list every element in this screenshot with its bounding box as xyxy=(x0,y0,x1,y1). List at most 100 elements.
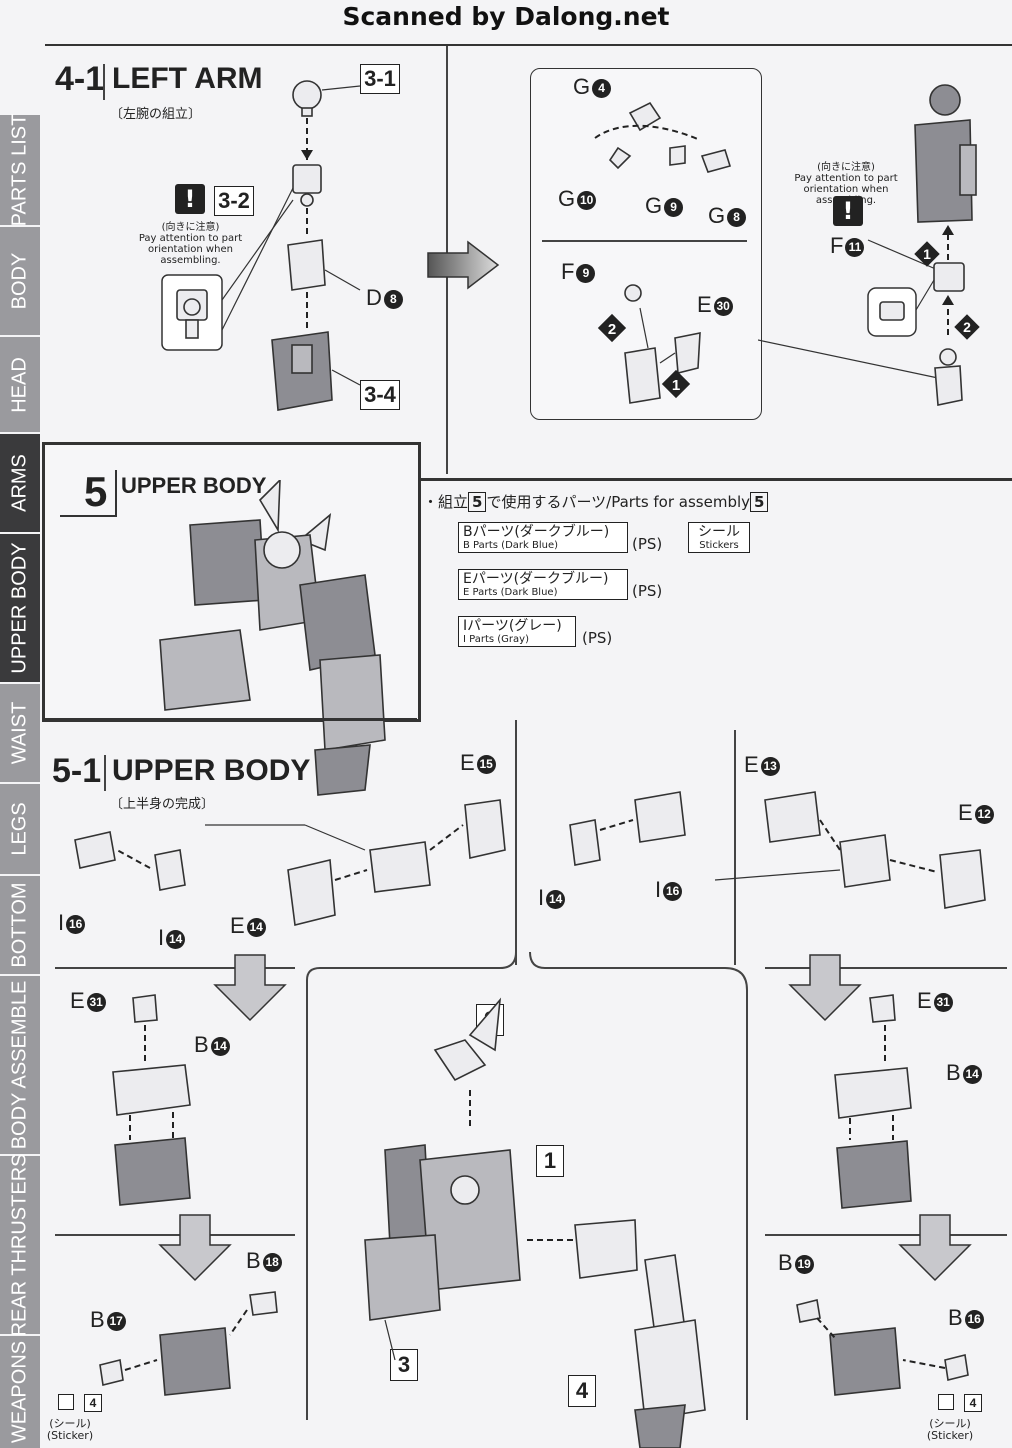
sticker-num-right: 4 xyxy=(964,1394,982,1412)
next-step-arrow-icon xyxy=(427,240,500,290)
parts-box-b: Bパーツ(ダークブルー)B Parts (Dark Blue) xyxy=(458,522,628,553)
sidebar-tab-head[interactable]: HEAD xyxy=(0,337,40,432)
sidebar-tab-label: BOTTOM xyxy=(8,882,31,968)
hand-diagram: 2 1 xyxy=(594,101,732,404)
ref-box-3: 3 xyxy=(390,1349,418,1381)
sticker-num-left: 4 xyxy=(84,1394,102,1412)
sidebar-tab-legs[interactable]: LEGS xyxy=(0,784,40,874)
parts-box-e: Eパーツ(ダークブルー)E Parts (Dark Blue) xyxy=(458,569,628,600)
down-arrow-icon xyxy=(158,954,972,1282)
sidebar-tab-upper-body[interactable]: UPPER BODY xyxy=(0,534,40,682)
step-5-number: 5 xyxy=(84,468,108,515)
sidebar-tab-label: UPPER BODY xyxy=(8,542,31,674)
parts-box-i: Iパーツ(グレー)I Parts (Gray) xyxy=(458,616,576,647)
sidebar-tab-parts-list[interactable]: PARTS LIST xyxy=(0,113,40,227)
sidebar-tab-label: PARTS LIST xyxy=(8,113,31,227)
sticker-note-right: (シール)(Sticker) xyxy=(926,1417,974,1442)
step-marker-2: 2 xyxy=(597,313,627,343)
sticker-icon-right xyxy=(938,1394,954,1410)
warning-icon: ! xyxy=(175,184,205,214)
parts-e-material: (PS) xyxy=(632,582,663,600)
step-marker-1-right: 1 xyxy=(914,241,940,267)
step-title-divider xyxy=(103,64,105,100)
sidebar-tab-label: WAIST xyxy=(8,701,31,765)
parts-b-material: (PS) xyxy=(632,535,663,553)
sidebar-tab-body-assemble[interactable]: BODY ASSEMBLE xyxy=(0,976,40,1154)
sidebar-tab-label: ARMS xyxy=(8,454,31,512)
left-arm-diagram xyxy=(161,80,361,411)
sidebar-tab-rear-thrusters[interactable]: REAR THRUSTERS xyxy=(0,1153,40,1337)
svg-text:2: 2 xyxy=(608,321,616,338)
sidebar-tab-label: BODY xyxy=(8,252,31,310)
ref-box-3-2: 3-2 xyxy=(214,186,254,216)
upper-arm-part xyxy=(287,239,326,291)
step5-top-rule xyxy=(417,478,1012,481)
elbow-joint-part xyxy=(292,164,322,194)
ref-box-4: 4 xyxy=(568,1375,596,1407)
hand-panel-divider xyxy=(542,240,747,242)
sidebar-tab-label: WEAPONS xyxy=(8,1340,31,1444)
sidebar-tab-label: HEAD xyxy=(8,356,31,413)
upper-body-preview xyxy=(159,480,386,796)
parts-i-material: (PS) xyxy=(582,629,613,647)
step-5-1-number: 5-1 xyxy=(52,752,102,790)
sticker-note-left: (シール)(Sticker) xyxy=(46,1417,94,1442)
right-arm-diagram: 1 2 xyxy=(867,84,980,406)
ref-box-3-4: 3-4 xyxy=(360,380,400,410)
step-4-1-title: LEFT ARM xyxy=(112,62,263,95)
sidebar-tab-label: REAR THRUSTERS xyxy=(8,1153,31,1337)
sidebar-tab-label: LEGS xyxy=(8,802,31,856)
step-5-title: UPPER BODY xyxy=(121,473,267,498)
svg-text:1: 1 xyxy=(672,377,680,394)
step-4-1-subtitle: 〔左腕の組立〕 xyxy=(110,107,202,122)
sidebar-tab-body[interactable]: BODY xyxy=(0,227,40,335)
step-marker-2-right: 2 xyxy=(954,314,980,340)
sidebar-tab-bottom[interactable]: BOTTOM xyxy=(0,876,40,974)
attention-note-left: (向きに注意) Pay attention to part orientatio… xyxy=(138,222,243,266)
step-5-1-subtitle: 〔上半身の完成〕 xyxy=(110,797,215,812)
page-header-title: Scanned by Dalong.net xyxy=(342,2,670,31)
sticker-icon xyxy=(58,1394,74,1410)
svg-text:2: 2 xyxy=(963,319,971,335)
shoulder-part xyxy=(292,80,322,110)
step-marker-1: 1 xyxy=(661,369,691,399)
upper-body-assembly-diagram xyxy=(55,720,1007,1448)
ref-box-3-1: 3-1 xyxy=(360,64,400,94)
sidebar-tab-waist[interactable]: WAIST xyxy=(0,684,40,782)
sidebar-tab-weapons[interactable]: WEAPONS xyxy=(0,1336,40,1448)
sidebar-tab-label: BODY ASSEMBLE xyxy=(8,980,31,1150)
top-rule xyxy=(45,44,1012,46)
warning-icon-right: ! xyxy=(833,196,863,226)
step5-1-rule xyxy=(42,718,417,721)
step-5-1-title: UPPER BODY xyxy=(112,754,311,787)
sidebar-tab-arms[interactable]: ARMS xyxy=(0,434,40,532)
svg-text:1: 1 xyxy=(923,246,931,262)
step-4-1-number: 4-1 xyxy=(55,60,105,98)
